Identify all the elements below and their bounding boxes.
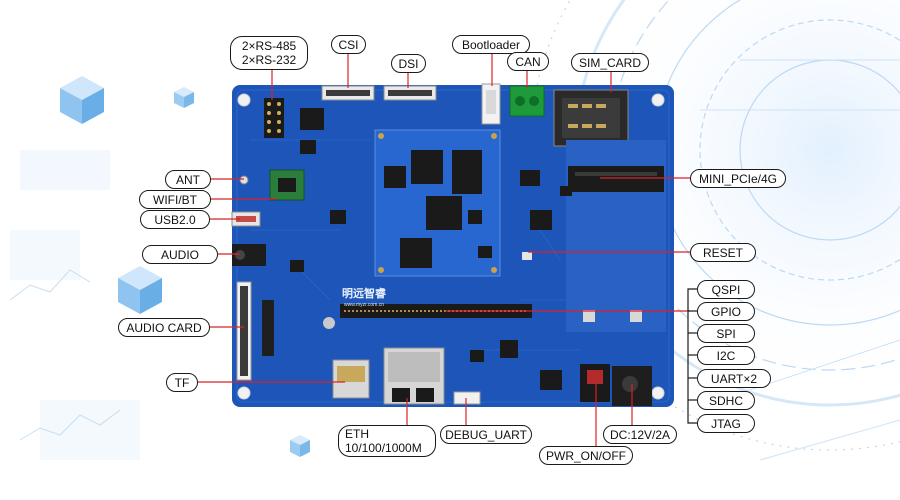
board-url: www.myzr.com.cn (344, 302, 384, 308)
interface-hub-bracket (687, 288, 697, 424)
label-qspi: QSPI (697, 280, 755, 299)
label-rs-485: 2×RS-485 (241, 39, 297, 53)
label-spi: SPI (697, 324, 755, 343)
mounting-holes (237, 93, 665, 400)
label-bootloader: Bootloader (452, 35, 530, 54)
label-usb2: USB2.0 (140, 210, 210, 229)
label-sim-card: SIM_CARD (571, 53, 649, 72)
label-eth-speed: 10/100/1000M (345, 441, 422, 455)
label-csi: CSI (331, 35, 366, 54)
label-wifi-bt: WIFI/BT (139, 190, 211, 209)
label-pwr: PWR_ON/OFF (539, 446, 633, 465)
antenna-connector (239, 175, 249, 185)
label-audio-card: AUDIO CARD (118, 318, 210, 337)
board-brand: 明远智睿 (342, 286, 387, 300)
label-eth-title: ETH (345, 427, 369, 441)
label-sdhc: SDHC (697, 391, 755, 410)
label-can: CAN (507, 52, 549, 71)
label-mini-pcie: MINI_PCIe/4G (690, 169, 786, 188)
label-tf: TF (166, 373, 198, 392)
label-reset: RESET (690, 243, 756, 262)
label-rs-232: 2×RS-232 (241, 53, 297, 67)
label-rs: 2×RS-485 2×RS-232 (230, 36, 308, 70)
callout-lines (197, 52, 690, 448)
audio-jack (232, 244, 266, 266)
label-dc: DC:12V/2A (603, 425, 677, 444)
label-i2c: I2C (697, 346, 755, 365)
label-uart: UART×2 (697, 369, 771, 388)
label-jtag: JTAG (697, 414, 755, 433)
debug-uart-connector (453, 391, 481, 405)
label-audio: AUDIO (142, 245, 218, 264)
label-gpio: GPIO (697, 302, 755, 321)
label-debug-uart: DEBUG_UART (440, 425, 532, 444)
label-dsi: DSI (391, 54, 426, 73)
label-eth: ETH 10/100/1000M (338, 425, 436, 457)
cube-decoration (60, 76, 310, 457)
reset-button (522, 252, 532, 260)
label-ant: ANT (165, 170, 211, 189)
rs-header (264, 98, 284, 138)
